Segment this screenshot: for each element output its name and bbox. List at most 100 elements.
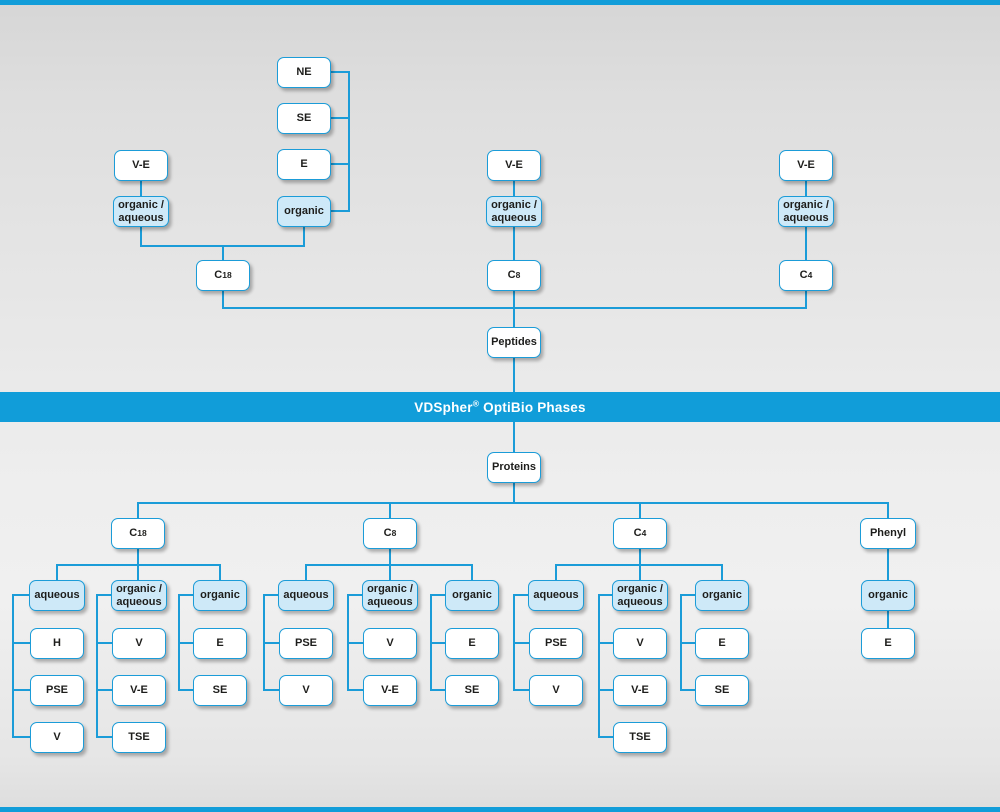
connector [263,642,279,644]
node-label: C8 [383,527,397,540]
connector [12,594,29,596]
connector [430,689,445,691]
node-phase-pse: PSE [529,628,583,659]
connector [331,163,350,165]
connector [96,642,112,644]
connector [887,502,889,518]
connector [56,564,221,566]
connector [178,642,193,644]
node-label: C4 [633,527,647,540]
connector [178,689,193,691]
connector [137,502,139,518]
connector [513,227,515,261]
connector [303,227,305,246]
node-c8-proteins: C8 [363,518,417,549]
connector [96,594,111,596]
node-organic-peptides-c18: organic [277,196,331,227]
node-phase-v: V [112,628,166,659]
connector [639,502,641,518]
node-organic-aqueous-peptides-c8: organic / aqueous [486,196,542,227]
connector [12,736,30,738]
node-phase-pse: PSE [30,675,84,706]
registered-mark: ® [472,398,480,408]
node-ne: NE [277,57,331,88]
top-accent-bar [0,0,1000,5]
connector [331,210,350,212]
node-aqueous-c18: aqueous [29,580,85,611]
connector [348,71,350,212]
node-organic-c4: organic [695,580,749,611]
connector [555,564,557,580]
node-c8-peptides: C8 [487,260,541,291]
connector [96,594,98,738]
connector [513,642,529,644]
node-phase-v: V [30,722,84,753]
connector [598,594,600,738]
connector [680,689,695,691]
node-phase-ve: V-E [363,675,417,706]
node-ve-peptides-c8: V-E [487,150,541,181]
node-phase-pse: PSE [279,628,333,659]
connector [12,642,30,644]
node-c4-peptides: C4 [779,260,833,291]
connector [721,564,723,580]
connector [222,245,224,261]
connector [56,564,58,580]
node-organic-aqueous-peptides-c18: organic / aqueous [113,196,169,227]
node-peptides: Peptides [487,327,541,358]
node-phase-tse: TSE [112,722,166,753]
node-organic-phenyl: organic [861,580,915,611]
banner: VDSpher® OptiBio Phases [0,392,1000,422]
node-proteins: Proteins [487,452,541,483]
connector [389,502,391,518]
connector [805,181,807,196]
connector [471,564,473,580]
connector [137,502,889,504]
connector [513,358,515,392]
node-organic-c18: organic [193,580,247,611]
node-phase-ve: V-E [613,675,667,706]
node-organic-aqueous-c18: organic / aqueous [111,580,167,611]
node-aqueous-c4: aqueous [528,580,584,611]
connector [513,689,529,691]
connector [513,181,515,196]
connector [347,642,363,644]
connector [263,689,279,691]
connector [305,564,307,580]
connector [222,291,224,308]
node-se: SE [277,103,331,134]
connector [12,594,14,738]
connector [430,594,445,596]
node-phase-e: E [193,628,247,659]
node-phase-v: V [279,675,333,706]
connector [96,736,112,738]
node-c4-proteins: C4 [613,518,667,549]
connector [331,71,350,73]
connector [219,564,221,580]
node-label: C18 [214,269,232,282]
node-phase-v: V [529,675,583,706]
node-phase-tse: TSE [613,722,667,753]
node-phase-se: SE [445,675,499,706]
node-phase-e: E [445,628,499,659]
node-phase-v: V [363,628,417,659]
node-organic-aqueous-peptides-c4: organic / aqueous [778,196,834,227]
connector [96,689,112,691]
connector [347,594,362,596]
node-phase-e: E [861,628,915,659]
node-phase-h: H [30,628,84,659]
node-phase-e: E [695,628,749,659]
connector [513,594,528,596]
node-phase-ve: V-E [112,675,166,706]
connector [513,483,515,503]
connector [805,291,807,308]
connector [513,422,515,452]
connector [140,181,142,196]
connector [598,736,613,738]
node-phase-se: SE [695,675,749,706]
connector [513,291,515,327]
connector [12,689,30,691]
connector [598,642,613,644]
node-c18-peptides: C18 [196,260,250,291]
